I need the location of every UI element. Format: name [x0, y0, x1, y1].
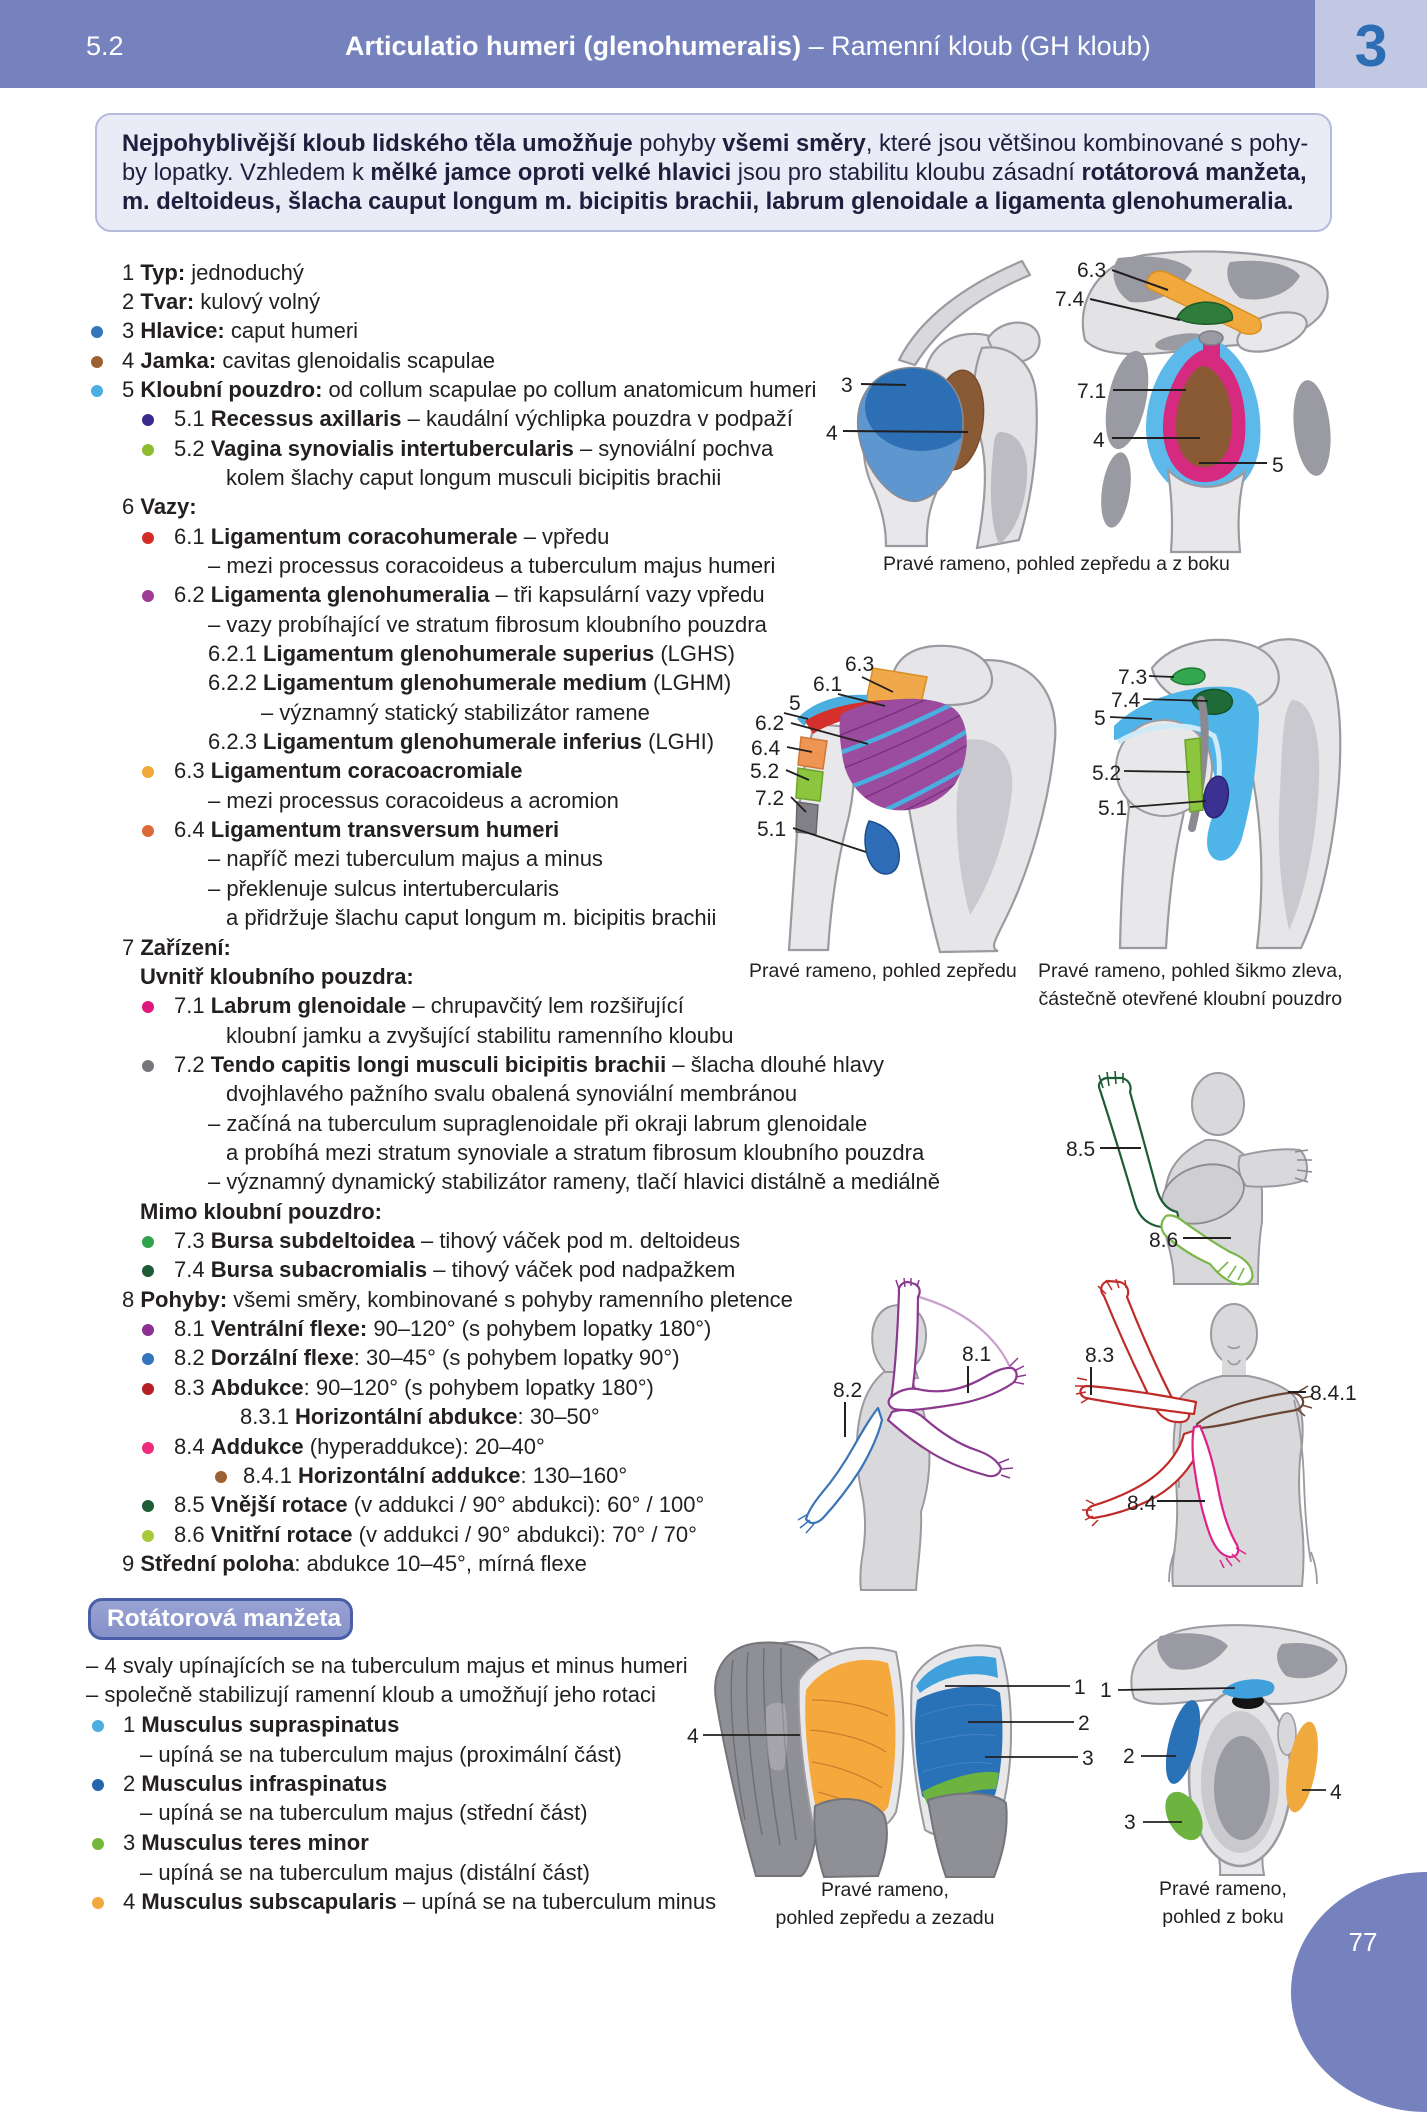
svg-text:7.4: 7.4: [1111, 689, 1141, 712]
svg-text:6.4: 6.4: [751, 737, 781, 760]
svg-text:8.3: 8.3: [1085, 1344, 1114, 1367]
svg-text:5: 5: [1272, 454, 1284, 477]
svg-text:8.4: 8.4: [1127, 1492, 1157, 1515]
svg-text:5.1: 5.1: [757, 818, 786, 841]
svg-text:7.4: 7.4: [1055, 288, 1085, 311]
svg-text:6.3: 6.3: [845, 653, 874, 676]
svg-text:1: 1: [1100, 1679, 1112, 1702]
svg-text:7.3: 7.3: [1118, 666, 1147, 689]
svg-text:6.3: 6.3: [1077, 259, 1106, 282]
svg-text:5: 5: [789, 692, 801, 715]
svg-text:5: 5: [1094, 707, 1106, 730]
svg-text:3: 3: [841, 374, 853, 397]
svg-text:8.4.1: 8.4.1: [1310, 1382, 1357, 1405]
svg-text:8.5: 8.5: [1066, 1138, 1095, 1161]
svg-text:6.1: 6.1: [813, 673, 842, 696]
svg-text:8.2: 8.2: [833, 1379, 862, 1402]
svg-text:7.2: 7.2: [755, 787, 784, 810]
svg-text:2: 2: [1123, 1745, 1135, 1768]
svg-text:7.1: 7.1: [1077, 380, 1106, 403]
svg-text:2: 2: [1078, 1712, 1090, 1735]
svg-text:4: 4: [687, 1725, 699, 1748]
svg-text:1: 1: [1074, 1676, 1086, 1699]
svg-text:5.2: 5.2: [750, 760, 779, 783]
svg-text:4: 4: [1093, 429, 1105, 452]
svg-text:8.1: 8.1: [962, 1343, 991, 1366]
svg-text:3: 3: [1082, 1747, 1094, 1770]
svg-text:8.6: 8.6: [1149, 1229, 1178, 1252]
svg-text:6.2: 6.2: [755, 712, 784, 735]
svg-text:5.2: 5.2: [1092, 762, 1121, 785]
svg-text:4: 4: [1330, 1781, 1342, 1804]
svg-text:4: 4: [826, 422, 838, 445]
svg-text:5.1: 5.1: [1098, 797, 1127, 820]
svg-text:3: 3: [1124, 1811, 1136, 1834]
